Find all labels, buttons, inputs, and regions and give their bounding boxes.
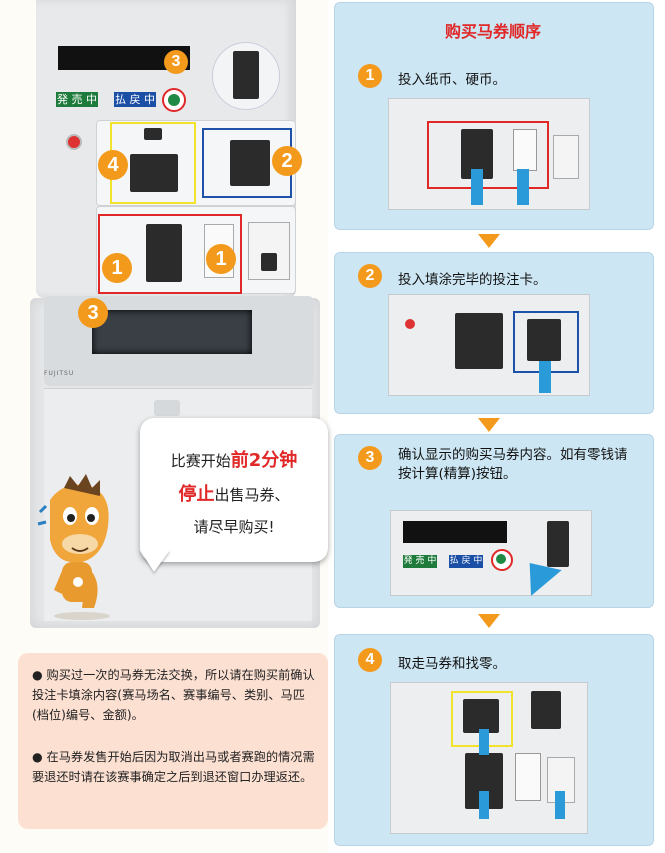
step-4-photo	[390, 682, 588, 834]
step-2-text: 投入填涂完毕的投注卡。	[398, 272, 547, 288]
step-arrow-1	[478, 234, 500, 248]
step-3-photo: 発 売 中 払 戻 中	[390, 510, 592, 596]
bubble-line-3: 请尽早购买!	[193, 518, 275, 536]
coin-return	[248, 222, 290, 280]
note-refund: ● 在马券发售开始后因为取消出马或者赛跑的情况需要退还时请在该赛事确定之后到退还…	[32, 750, 315, 784]
bubble-text-stop: 停止	[178, 484, 215, 505]
step-1-number: 1	[358, 64, 382, 88]
on-sale-label: 発 売 中	[56, 92, 98, 107]
emergency-button[interactable]	[66, 134, 82, 150]
payout-label: 払 戻 中	[114, 92, 156, 107]
callout-3-top: 3	[164, 50, 188, 74]
bubble-text-highlight: 前2分钟	[230, 450, 298, 471]
cabinet-lock	[154, 400, 180, 416]
bubble-text-suffix: 出售马券、	[214, 486, 290, 504]
step-1-photo	[388, 98, 590, 210]
callout-2: 2	[272, 146, 302, 176]
bubble-line-1: 比赛开始前2分钟	[140, 446, 328, 472]
step-3-sale-label: 発 売 中	[403, 555, 437, 568]
callout-4: 4	[98, 150, 128, 180]
step-3-payout-label: 払 戻 中	[449, 555, 483, 568]
step-arrow-3	[478, 614, 500, 628]
horse-mascot	[34, 470, 134, 620]
confirm-button-highlight	[162, 88, 186, 112]
callout-3-screen: 3	[78, 298, 108, 328]
brand-logo: FUJITSU	[44, 370, 75, 377]
notes-box: ● 购买过一次的马券无法交换，所以请在购买前确认投注卡填涂内容(赛马场名、赛事编…	[18, 653, 328, 829]
warning-speech-bubble: 比赛开始前2分钟 停止出售马券、 请尽早购买!	[140, 418, 328, 562]
card-slot-highlight	[202, 128, 292, 198]
callout-1-coin: 1	[206, 244, 236, 274]
bubble-text-prefix: 比赛开始	[170, 452, 231, 470]
confirm-button[interactable]	[168, 94, 180, 106]
step-2-number: 2	[358, 264, 382, 288]
step-2-photo	[388, 294, 590, 396]
bubble-tail	[140, 550, 170, 572]
step-3-text: 确认显示的购买马券内容。如有零钱请按计算(精算)按钮。	[398, 447, 628, 482]
bubble-line-2: 停止出售马券、	[140, 480, 328, 506]
ticket-dispenser	[212, 42, 280, 110]
machine-screen	[92, 310, 252, 354]
note-exchange: ● 购买过一次的马券无法交换，所以请在购买前确认投注卡填涂内容(赛马场名、赛事编…	[32, 668, 315, 722]
step-1-text: 投入纸币、硬币。	[398, 72, 506, 88]
page-title: 购买马券顺序	[444, 22, 541, 41]
step-4-text: 取走马券和找零。	[398, 656, 506, 672]
step-3-number: 3	[358, 446, 382, 470]
callout-1-bill: 1	[102, 253, 132, 283]
step-4-number: 4	[358, 648, 382, 672]
step-arrow-2	[478, 418, 500, 432]
